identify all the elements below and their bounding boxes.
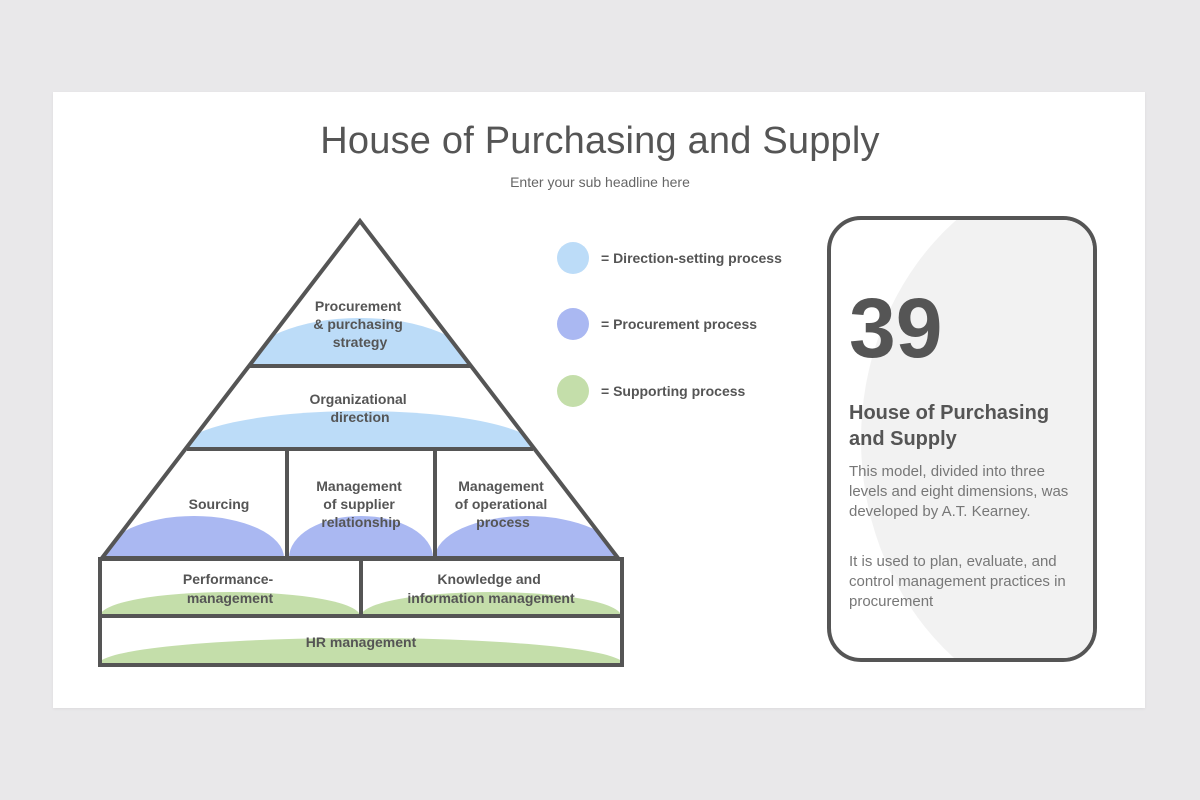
legend-label-procurement: = Procurement process: [601, 316, 758, 332]
legend-dot-direction: [557, 242, 589, 274]
dome-hr-management: [101, 638, 621, 664]
dome-supplier-relationship: [289, 516, 433, 558]
card-paragraph-2: It is used to plan, evaluate, and contro…: [849, 553, 1066, 610]
page-title: House of Purchasing and Supply: [320, 120, 880, 162]
legend-dot-supporting: [557, 375, 589, 407]
dome-sourcing: [104, 516, 284, 558]
segment-label-operational-process: Management of operational process: [455, 478, 551, 530]
legend-item-direction: = Direction-setting process: [557, 242, 782, 274]
segment-label-supplier-relationship: Management of supplier relationship: [316, 478, 405, 530]
legend-dot-procurement: [557, 308, 589, 340]
dome-knowledge-management: [361, 592, 621, 616]
page-subtitle: Enter your sub headline here: [510, 174, 690, 190]
card-background-shape: [861, 220, 1093, 658]
card-paragraph-1: This model, divided into three levels an…: [849, 463, 1069, 520]
segment-label-performance-management: Performance- management: [183, 571, 277, 606]
segment-label-sourcing: Sourcing: [189, 496, 250, 512]
segment-label-procurement-strategy: Procurement & purchasing strategy: [313, 298, 406, 350]
dome-organizational-direction: [187, 411, 533, 449]
segment-label-organizational-direction: Organizational direction: [309, 391, 410, 425]
segment-label-hr-management: HR management: [306, 634, 417, 650]
dome-operational-process: [435, 516, 618, 558]
info-card: 39 House of Purchasing and Supply This m…: [827, 216, 1097, 662]
dome-procurement-strategy: [250, 318, 470, 366]
card-heading: House of Purchasing and Supply: [849, 402, 1050, 450]
legend-item-procurement: = Procurement process: [557, 308, 757, 340]
segment-label-knowledge-management: Knowledge and information management: [407, 571, 575, 606]
legend-label-direction: = Direction-setting process: [601, 250, 782, 266]
legend-item-supporting: = Supporting process: [557, 375, 745, 407]
card-number: 39: [849, 281, 943, 375]
dome-performance-management: [101, 592, 360, 616]
legend-label-supporting: = Supporting process: [601, 383, 746, 399]
